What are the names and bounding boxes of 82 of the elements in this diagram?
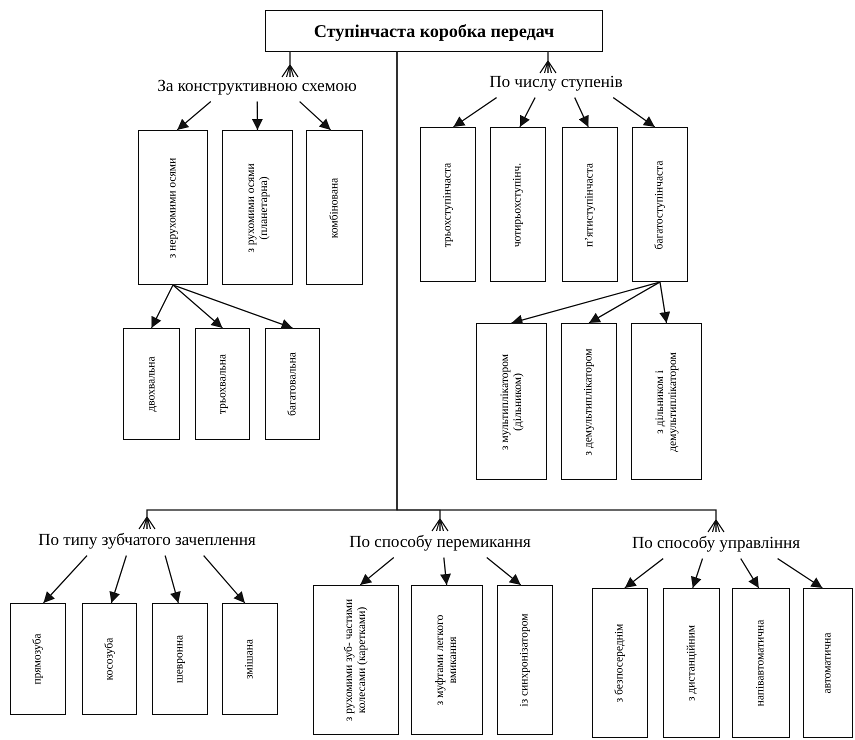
box-label: багатоступінчаста: [653, 159, 666, 251]
category-box: [313, 585, 399, 735]
box-label: п’ятиступінчаста: [583, 162, 596, 249]
arrow: [659, 282, 670, 324]
box-label: із синхронізатором: [518, 612, 532, 709]
category-box: [222, 603, 278, 715]
category-label: По способу перемикання: [349, 532, 531, 552]
connector-line: [539, 52, 557, 74]
category-box: [561, 323, 617, 480]
category-label: По типу зубчатого зачеплення: [38, 530, 256, 550]
box-label: прямозуба: [31, 632, 44, 687]
category-label: За конструктивною схемою: [157, 76, 357, 96]
category-box: [265, 328, 320, 440]
box-label: з муфтами легкого вмикання: [434, 614, 460, 708]
box-label: шевронна: [173, 634, 186, 686]
category-box: [562, 127, 618, 282]
category-box: [10, 603, 66, 715]
box-label: з мультиплікатором (дільником): [498, 352, 524, 452]
box-label: напівавтоматична: [754, 618, 768, 708]
category-box: [490, 127, 546, 282]
arrow: [511, 281, 660, 326]
arrow: [440, 557, 451, 586]
category-box: [195, 328, 250, 440]
arrow: [150, 284, 174, 328]
box-label: багатовальна: [286, 351, 299, 418]
category-box: [152, 603, 208, 715]
category-box: [222, 130, 293, 285]
arrow: [777, 558, 823, 589]
category-box: [306, 130, 363, 285]
arrow: [624, 558, 664, 589]
arrow: [42, 555, 88, 604]
box-label: автоматична: [821, 632, 834, 696]
box-label: з дільником і демультиплікатором: [653, 350, 680, 454]
arrow: [172, 284, 293, 330]
box-label: чотирьохступінч.: [511, 161, 524, 249]
box-label: косозуба: [102, 636, 116, 682]
box-label: трьохступінчаста: [441, 161, 454, 250]
box-label: з безпосереднім: [613, 622, 626, 704]
category-box: [82, 603, 137, 715]
arrow: [574, 97, 589, 128]
arrow: [453, 97, 497, 128]
category-box: [663, 588, 720, 738]
arrow: [588, 281, 660, 324]
arrow: [203, 555, 246, 604]
arrow: [299, 101, 332, 130]
category-box: [411, 585, 483, 735]
category-box: [420, 127, 476, 282]
title-text: Ступінчаста коробка передач: [314, 20, 554, 42]
arrow: [486, 557, 522, 586]
category-label: По способу управління: [632, 533, 800, 553]
category-box: [732, 588, 790, 738]
box-label: з демультиплікатором: [582, 346, 596, 458]
box-label: з рухомими зуб- частими колесами (каретками): [342, 598, 369, 724]
box-label: двохвальна: [144, 355, 158, 414]
connector-line: [396, 52, 725, 533]
arrow: [360, 557, 394, 586]
category-box: [592, 588, 648, 738]
category-box: [803, 588, 853, 738]
arrow: [690, 558, 704, 588]
category-box: [138, 130, 208, 285]
category-box: [497, 585, 553, 735]
connector-line: [281, 52, 299, 78]
arrow: [176, 101, 212, 130]
box-label: змішана: [243, 638, 256, 682]
arrow: [109, 555, 127, 604]
box-label: з дистанційним: [684, 624, 698, 704]
arrow: [172, 284, 223, 328]
box-label: з рухомими осями (планетарна): [244, 162, 270, 254]
title-box: [265, 10, 603, 52]
arrow: [612, 97, 656, 128]
category-box: [476, 323, 547, 480]
box-label: комбінована: [328, 176, 341, 240]
category-box: [632, 127, 688, 282]
category-box: [631, 323, 702, 480]
arrow: [519, 97, 536, 128]
box-label: з нерухомими осями: [166, 156, 180, 260]
arrow: [164, 555, 181, 604]
category-label: По числу ступенів: [489, 72, 623, 92]
box-label: трьохвальна: [216, 352, 229, 416]
arrow: [252, 102, 263, 130]
arrow: [740, 558, 760, 588]
category-box: [123, 328, 180, 440]
